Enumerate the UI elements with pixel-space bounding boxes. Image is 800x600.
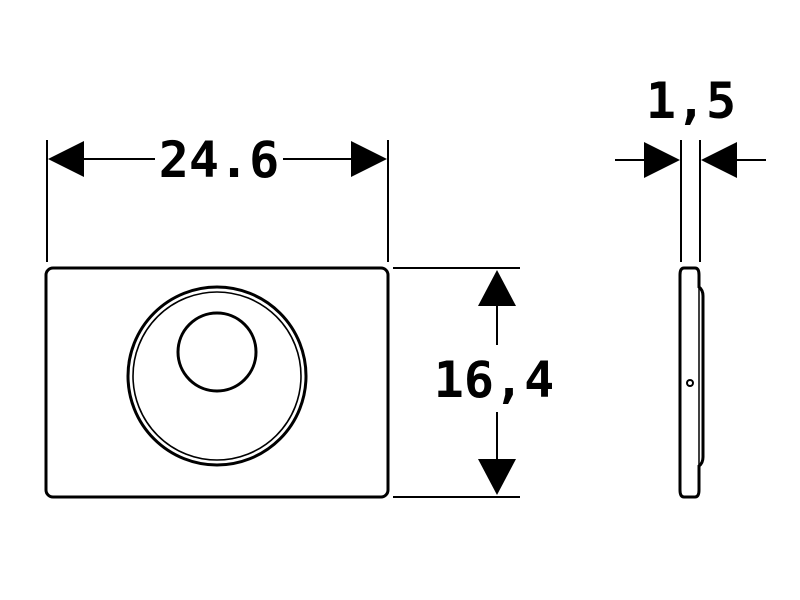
height-arrowhead-top (478, 270, 516, 306)
thickness-dimension: 1,5 (615, 72, 766, 262)
button-inner-ring (132, 291, 302, 461)
width-dimension-label: 24.6 (159, 131, 279, 189)
height-dimension: 16,4 (393, 267, 554, 498)
width-arrowhead-right (351, 141, 387, 177)
width-dimension: 24.6 (46, 131, 389, 262)
height-arrowhead-bottom (478, 459, 516, 495)
front-view (44, 266, 390, 499)
side-mounting-hole (686, 379, 694, 387)
button-outer-ring (126, 285, 308, 467)
side-view (678, 266, 705, 499)
thickness-arrowhead-left (644, 142, 680, 178)
thickness-dimension-label: 1,5 (646, 72, 736, 130)
height-dimension-label: 16,4 (434, 351, 554, 409)
front-plate-outline (44, 266, 390, 499)
width-arrowhead-left (48, 141, 84, 177)
button-circle (176, 311, 258, 393)
thickness-arrowhead-right (701, 142, 737, 178)
